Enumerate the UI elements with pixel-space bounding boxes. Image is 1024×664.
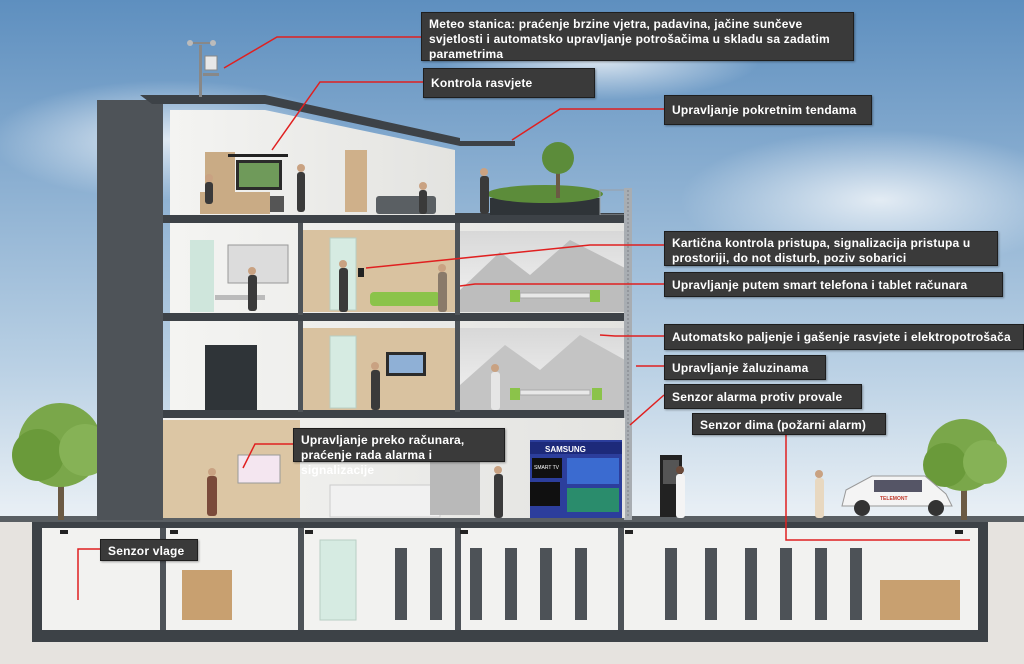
column: [298, 321, 303, 412]
glass-partition: [190, 240, 214, 312]
conference-table: [519, 292, 591, 299]
basement-wall-right: [978, 522, 988, 642]
waiting-chairs: [370, 292, 440, 306]
smoke-sensor-callout: Senzor dima (požarni alarm): [692, 413, 886, 435]
tv-brand-label: SAMSUNG: [545, 445, 586, 454]
terrace-tree-crown: [542, 142, 574, 174]
basement-pillar: [160, 528, 166, 630]
computer-control-callout: Upravljanje preko računara, praćenje rad…: [293, 428, 505, 477]
wall-art: [227, 244, 289, 284]
basement-pillar: [618, 528, 624, 630]
basement-pillar: [298, 528, 304, 630]
floor-slab: [163, 215, 630, 223]
column: [298, 223, 303, 315]
server-cabinet: [205, 345, 257, 410]
terrace-tree-trunk: [556, 165, 560, 198]
meteo-station-callout: Meteo stanica: praćenje brzine vjetra, p…: [421, 12, 854, 61]
tv-screen: [530, 482, 560, 506]
green-chair: [590, 290, 600, 302]
terrace-shrubs: [487, 185, 603, 203]
planter: [490, 198, 600, 215]
green-chair: [510, 290, 520, 302]
electric-car: TELEMONT: [841, 475, 953, 516]
tv-screen: [532, 458, 562, 478]
floor-slab: [163, 410, 630, 418]
awnings-control-callout: Upravljanje pokretnim tendama: [664, 95, 872, 125]
roof: [140, 95, 460, 146]
callout-leader-lines: [77, 36, 970, 600]
wall-tv-screen: [239, 163, 279, 187]
meeting-table: [215, 295, 265, 300]
street-surface: [0, 516, 1024, 522]
smart-tv-label: SMART TV: [534, 465, 560, 471]
card-reader: [358, 268, 364, 277]
smartphone-control-callout: Upravljanje putem smart telefona i table…: [664, 272, 1003, 297]
roof-slab-right: [460, 141, 515, 146]
ceiling-light: [228, 154, 288, 157]
weather-station: [187, 40, 219, 97]
burglar-sensor-callout: Senzor alarma protiv provale: [664, 384, 862, 409]
auto-lighting-callout: Automatsko paljenje i gašenje rasvjete i…: [664, 324, 1024, 350]
car-brand-label: TELEMONT: [880, 496, 908, 502]
building-core: [97, 100, 163, 520]
tv-screen: [567, 458, 619, 484]
tv-display-header: [530, 442, 622, 454]
tree-right: [923, 419, 1007, 520]
green-chair: [510, 388, 520, 400]
basement-ceiling: [40, 522, 980, 528]
info-kiosk-screen: [663, 460, 679, 484]
moisture-sensor-callout: Senzor vlage: [100, 539, 198, 561]
boxes: [880, 580, 960, 620]
office-chair: [270, 196, 284, 212]
floor-slab: [163, 313, 630, 321]
basement-wall-left: [32, 522, 42, 642]
boxes: [182, 570, 232, 620]
tv-screen: [567, 488, 619, 512]
reception-screen: [237, 454, 281, 484]
basement-pillar: [455, 528, 461, 630]
conference-screen-content: [389, 355, 423, 373]
conference-table: [519, 389, 591, 396]
glass-door: [329, 335, 357, 409]
reception-desk: [200, 192, 270, 214]
reception-counter: [329, 484, 441, 518]
column: [455, 321, 460, 412]
lighting-control-callout: Kontrola rasvjete: [423, 68, 595, 98]
basement-door: [319, 539, 357, 621]
access-control-callout: Kartična kontrola pristupa, signalizacij…: [664, 231, 998, 266]
top-floor-door: [345, 150, 367, 212]
green-chair: [592, 388, 602, 400]
storage-racks: [395, 548, 862, 620]
security-cameras: [60, 530, 963, 534]
column: [455, 223, 460, 315]
basement-floor: [32, 630, 988, 642]
blinds-control-callout: Upravljanje žaluzinama: [664, 355, 826, 380]
